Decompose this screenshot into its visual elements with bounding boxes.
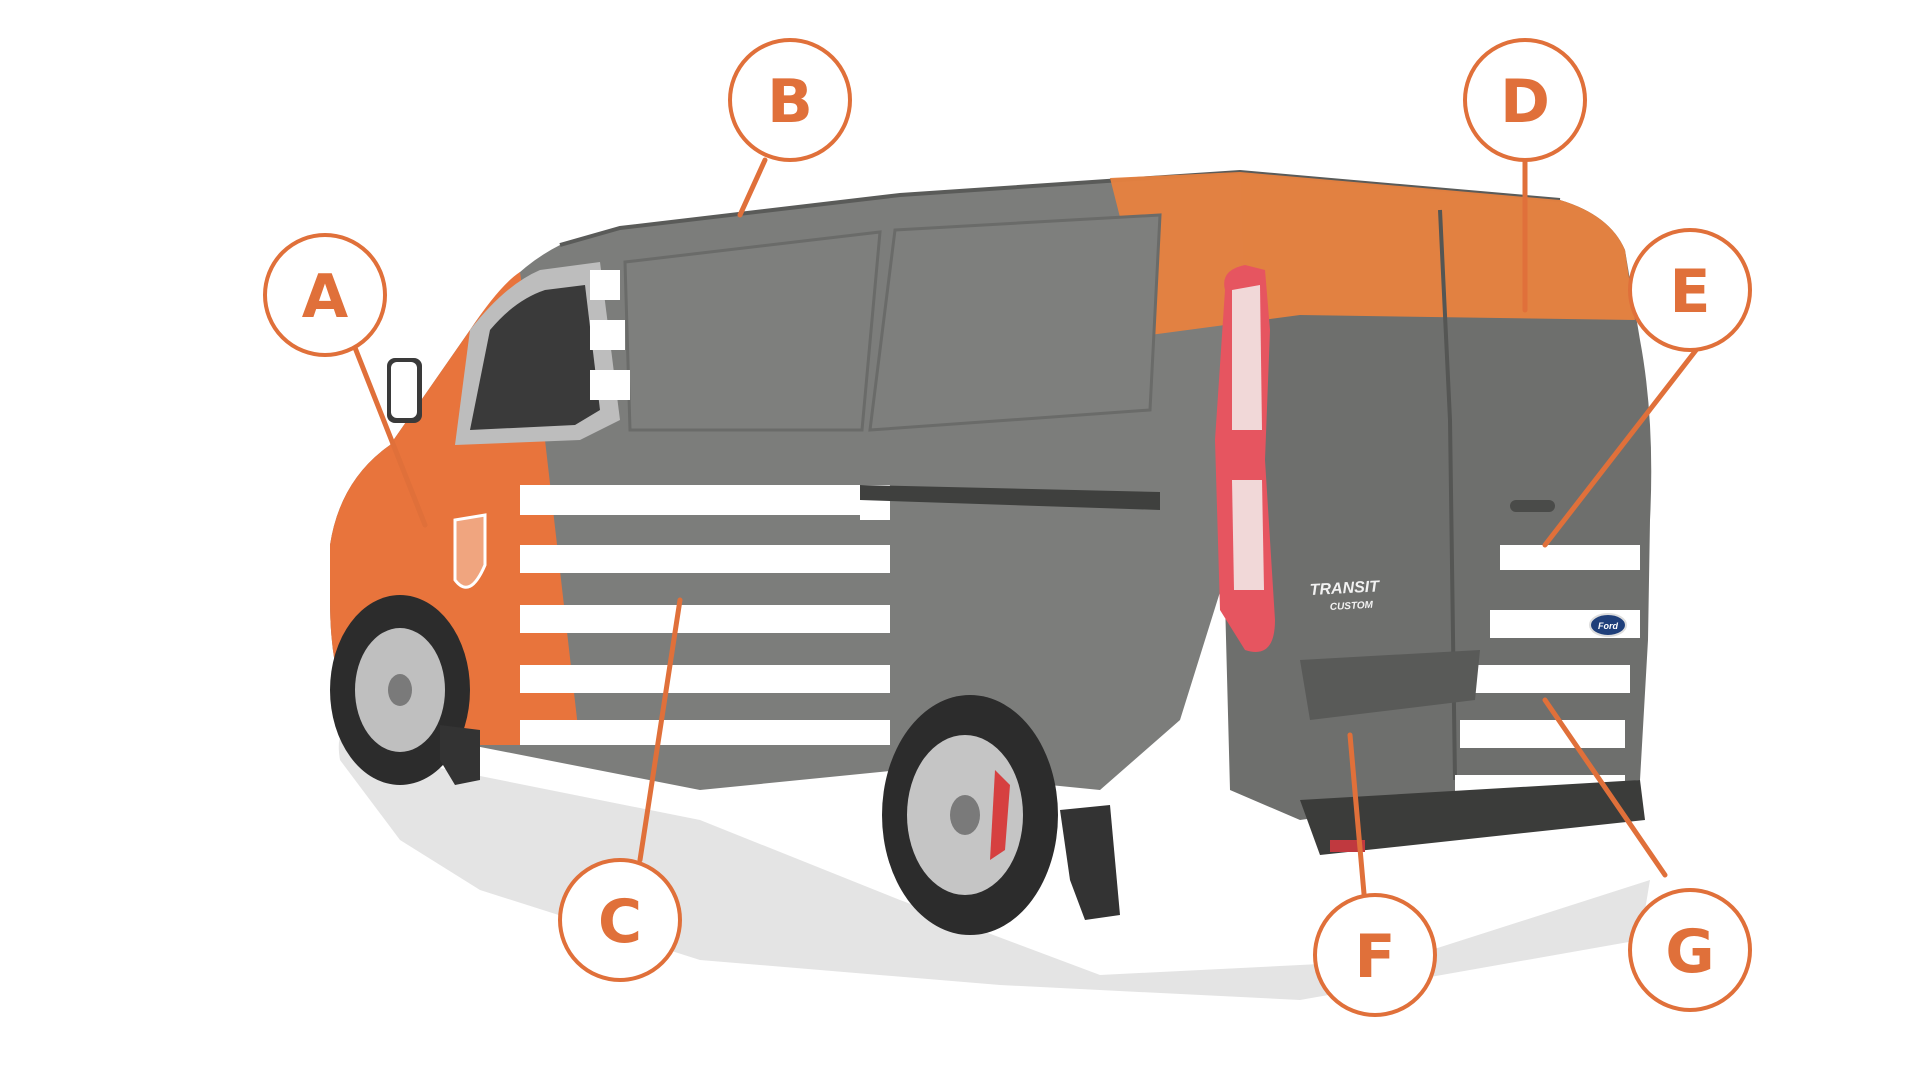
van-rear-panel [1225,172,1652,820]
leader-line-b [737,157,768,218]
marker-a-label: A [302,262,349,332]
side-window-1 [623,230,882,432]
leader-line-c [637,597,683,863]
tail-light-lens-1 [1232,285,1262,430]
side-window-2 [868,213,1162,432]
plate-recess [1300,650,1480,720]
marker-c[interactable]: C [558,858,682,982]
side-door-rail [860,485,1160,510]
van-roof-line [559,169,1561,247]
marker-e-label: E [1670,257,1711,327]
marker-e[interactable]: E [1628,228,1752,352]
marker-a[interactable]: A [263,233,387,357]
side-stripes [520,270,890,745]
marker-b-label: B [767,67,813,137]
leader-line-f [1347,732,1368,908]
leader-line-g [1542,697,1668,878]
leader-line-a [347,332,428,528]
marker-b[interactable]: B [728,38,852,162]
leader-line-e [1542,342,1703,548]
marker-g[interactable]: G [1628,888,1752,1012]
rear-door-handle [1510,500,1555,512]
model-badge-line2: CUSTOM [1330,600,1374,613]
marker-f-label: F [1355,922,1396,992]
rear-mudflap [1060,805,1120,920]
marker-d-label: D [1500,67,1550,137]
rear-bumper [1300,780,1645,855]
rear-reflector [1330,840,1365,852]
rear-wheel [882,695,1058,935]
marker-f[interactable]: F [1313,893,1437,1017]
marker-d[interactable]: D [1463,38,1587,162]
side-emblem [453,513,487,589]
brand-badge-text: Ford [1598,621,1618,631]
marker-c-label: C [598,887,642,957]
rear-top-orange-wrap [1110,172,1635,335]
front-wheel [330,595,470,785]
tail-light-lens-2 [1232,480,1264,590]
front-mudflap [440,725,480,785]
leader-lines [347,157,1703,908]
marker-g-label: G [1665,917,1714,987]
cab-window-inner [470,285,600,430]
model-badge-line1: TRANSIT [1309,578,1380,599]
brand-badge: Ford [1589,613,1627,637]
